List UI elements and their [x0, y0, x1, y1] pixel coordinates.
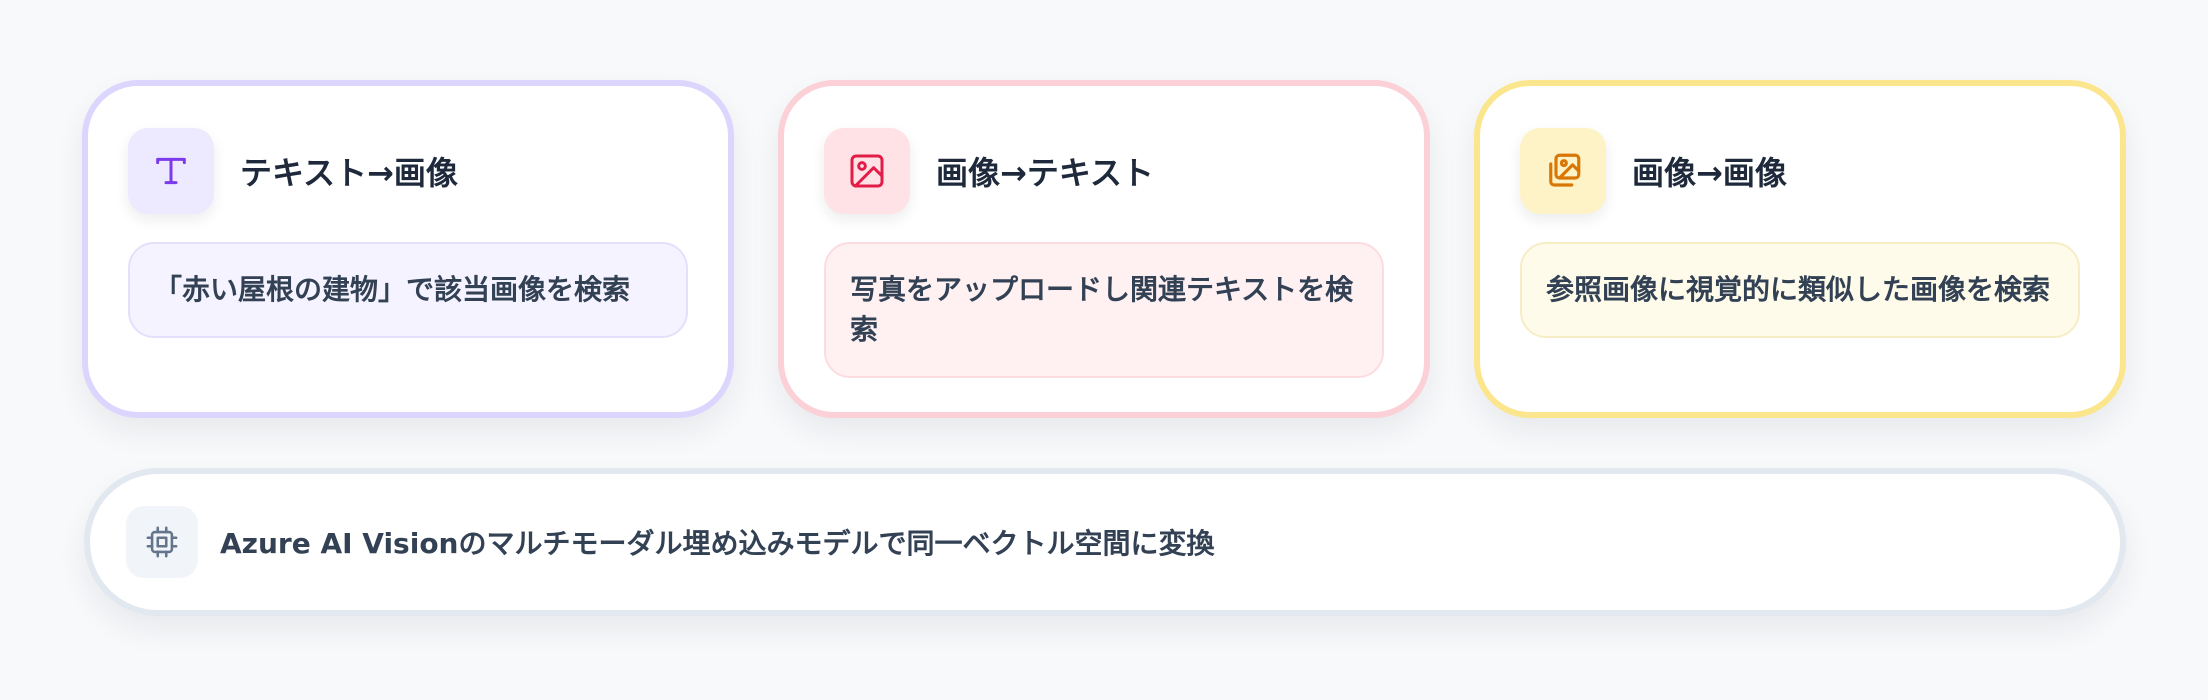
- card-description: 参照画像に視覚的に類似した画像を検索: [1520, 242, 2080, 338]
- card-title: 画像→テキスト: [936, 154, 1154, 192]
- card-description: 写真をアップロードし関連テキストを検索: [824, 242, 1384, 378]
- text-type-icon: [128, 128, 214, 214]
- card-description: 「赤い屋根の建物」で該当画像を検索: [128, 242, 688, 338]
- image-to-image-card: 画像→画像 参照画像に視覚的に類似した画像を検索: [1474, 80, 2126, 418]
- card-title: テキスト→画像: [240, 154, 458, 192]
- image-icon: [824, 128, 910, 214]
- image-to-text-card: 画像→テキスト 写真をアップロードし関連テキストを検索: [778, 80, 1430, 418]
- model-info-bar: Azure AI Visionのマルチモーダル埋め込みモデルで同一ベクトル空間に…: [84, 468, 2126, 616]
- model-info-text: Azure AI Visionのマルチモーダル埋め込みモデルで同一ベクトル空間に…: [220, 527, 1215, 560]
- text-to-image-card: テキスト→画像 「赤い屋根の建物」で該当画像を検索: [82, 80, 734, 418]
- images-icon: [1520, 128, 1606, 214]
- cpu-chip-icon: [126, 506, 198, 578]
- card-title: 画像→画像: [1632, 154, 1787, 192]
